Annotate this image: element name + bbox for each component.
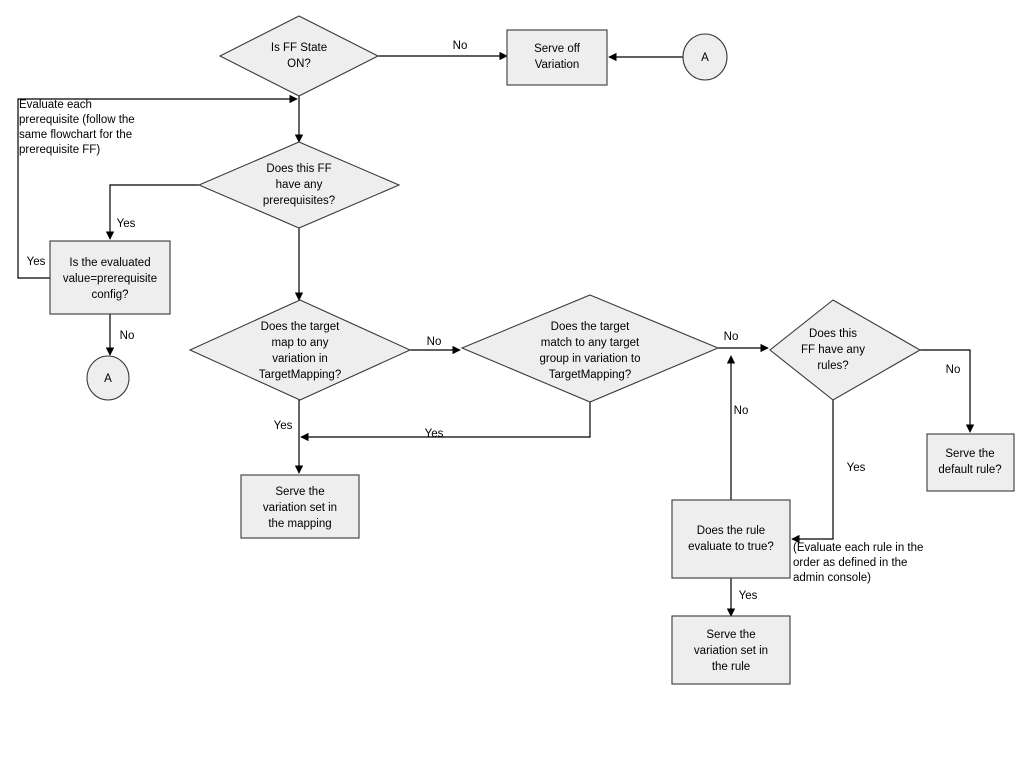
node-rule-true-line-0: Does the rule	[697, 525, 765, 537]
node-serve-default-line-1: default rule?	[938, 464, 1001, 476]
note-prerequisite-line-3: prerequisite FF)	[19, 144, 100, 156]
node-eval-value-line-2: config?	[91, 289, 128, 301]
node-serve-rule-line-0: Serve the	[706, 629, 755, 641]
edge-label-ff-state-no: No	[453, 40, 468, 52]
node-has-prereq-line-2: prerequisites?	[263, 195, 335, 207]
node-has-prerequisites[interactable]: Does this FF have any prerequisites?	[197, 141, 401, 229]
node-serve-off-variation[interactable]: Serve off Variation	[506, 29, 608, 86]
node-has-rules-line-2: rules?	[817, 360, 848, 372]
edge-label-has-rules-no: No	[946, 364, 961, 376]
node-target-group[interactable]: Does the target match to any target grou…	[460, 294, 720, 403]
node-serve-rule-line-2: the rule	[712, 661, 750, 673]
node-serve-rule[interactable]: Serve the variation set in the rule	[671, 615, 791, 685]
note-prerequisite-line-2: same flowchart for the	[19, 129, 132, 141]
node-target-group-line-3: TargetMapping?	[549, 369, 631, 381]
edge-label-target-map-no: No	[427, 336, 442, 348]
edge-target-group-yes	[300, 402, 591, 442]
node-serve-off-line-0: Serve off	[534, 43, 581, 55]
node-target-map-line-0: Does the target	[261, 321, 340, 333]
edge-label-target-group-no: No	[724, 331, 739, 343]
node-has-rules-line-0: Does this	[809, 328, 857, 340]
node-serve-default-line-0: Serve the	[945, 448, 994, 460]
edge-label-rule-true-yes: Yes	[739, 590, 758, 602]
node-target-group-line-0: Does the target	[551, 321, 630, 333]
node-has-rules-line-1: FF have any	[801, 344, 865, 356]
edge-label-prereq-yes: Yes	[117, 218, 136, 230]
node-connector-a-top[interactable]: A	[682, 33, 728, 81]
edge-label-target-map-yes: Yes	[274, 420, 293, 432]
node-connector-a-bottom[interactable]: A	[86, 355, 130, 401]
node-target-group-line-1: match to any target	[541, 337, 640, 349]
note-prerequisite: Evaluate each prerequisite (follow the s…	[19, 99, 135, 156]
node-connector-a-bottom-label: A	[104, 373, 112, 385]
node-has-rules[interactable]: Does this FF have any rules?	[769, 299, 922, 401]
edge-label-eval-value-no: No	[120, 330, 135, 342]
edge-has-rules-yes	[791, 400, 834, 544]
node-eval-value-line-1: value=prerequisite	[63, 273, 157, 285]
node-has-prereq-line-1: have any	[276, 179, 323, 191]
note-prerequisite-line-0: Evaluate each	[19, 99, 92, 111]
node-target-group-line-2: group in variation to	[539, 353, 640, 365]
edge-label-has-rules-yes: Yes	[847, 462, 866, 474]
note-rule-order-line-2: admin console)	[793, 572, 871, 584]
node-eval-value-line-0: Is the evaluated	[69, 257, 150, 269]
node-rule-true-line-1: evaluate to true?	[688, 541, 774, 553]
note-rule-order-line-1: order as defined in the	[793, 557, 907, 569]
node-serve-mapping[interactable]: Serve the variation set in the mapping	[240, 474, 360, 539]
edge-label-eval-value-yes: Yes	[27, 256, 46, 268]
node-connector-a-top-label: A	[701, 52, 709, 64]
node-target-map-line-3: TargetMapping?	[259, 369, 341, 381]
node-serve-mapping-line-2: the mapping	[268, 518, 331, 530]
node-target-map[interactable]: Does the target map to any variation in …	[188, 299, 412, 401]
node-serve-rule-line-1: variation set in	[694, 645, 768, 657]
edge-label-target-group-yes: Yes	[425, 428, 444, 440]
node-target-map-line-2: variation in	[272, 353, 328, 365]
node-has-prereq-line-0: Does this FF	[266, 163, 331, 175]
edge-label-rule-true-no: No	[734, 405, 749, 417]
note-rule-order: (Evaluate each rule in the order as defi…	[793, 542, 923, 584]
note-rule-order-line-0: (Evaluate each rule in the	[793, 542, 923, 554]
node-ff-state[interactable]: Is FF State ON?	[218, 15, 380, 97]
node-serve-off-line-1: Variation	[535, 59, 580, 71]
node-target-map-line-1: map to any	[272, 337, 329, 349]
node-rule-evaluate-true[interactable]: Does the rule evaluate to true?	[671, 499, 791, 579]
edge-has-prereq-yes	[105, 184, 199, 240]
edge-has-rules-no	[920, 349, 975, 433]
note-prerequisite-line-1: prerequisite (follow the	[19, 114, 135, 126]
node-evaluated-value[interactable]: Is the evaluated value=prerequisite conf…	[49, 240, 171, 315]
node-serve-mapping-line-1: variation set in	[263, 502, 337, 514]
node-ff-state-line-1: ON?	[287, 58, 311, 70]
node-serve-mapping-line-0: Serve the	[275, 486, 324, 498]
node-serve-default-rule[interactable]: Serve the default rule?	[926, 433, 1015, 492]
node-ff-state-line-0: Is FF State	[271, 42, 327, 54]
edge-prereq-feedback-loop	[17, 94, 298, 279]
